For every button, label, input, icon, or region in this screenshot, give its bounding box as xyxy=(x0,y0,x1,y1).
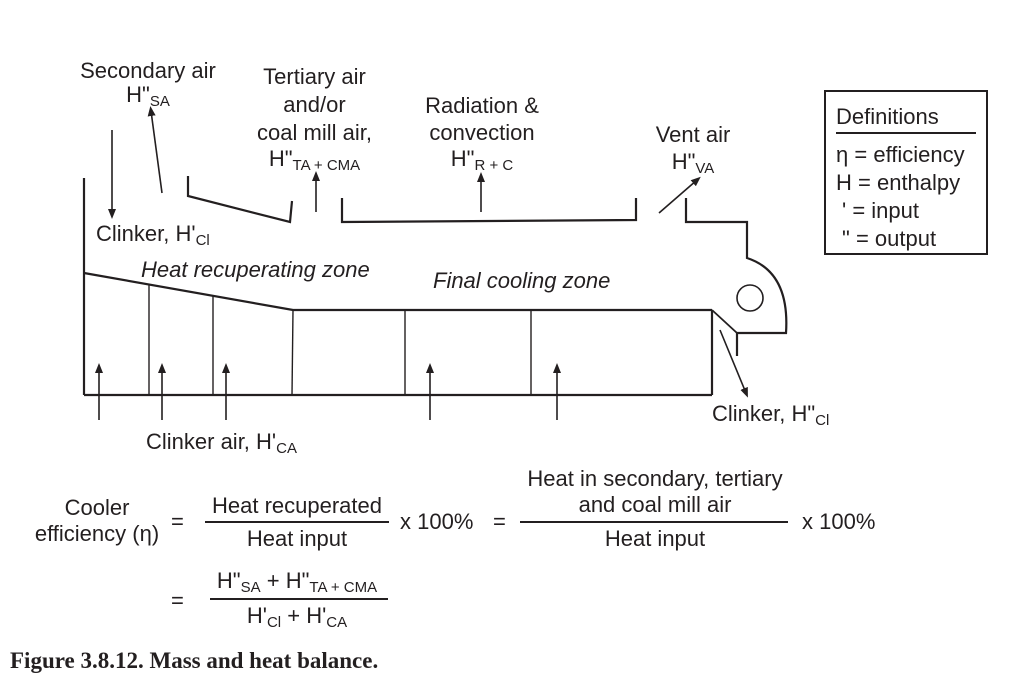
fraction2-numerator-line2: and coal mill air xyxy=(578,492,732,517)
clinker-out-arrow xyxy=(719,329,748,398)
equals-sign: = xyxy=(171,588,184,613)
definitions-rule xyxy=(836,132,976,134)
lhs-line1: Cooler xyxy=(64,495,130,520)
fraction1-numerator: Heat recuperated xyxy=(212,493,382,518)
clinker-air-label: Clinker air, H'CA xyxy=(146,429,297,457)
definition-row: " = output xyxy=(842,226,937,251)
vent-air-arrow xyxy=(658,176,701,214)
vent-air-symbol: H"VA xyxy=(671,149,715,177)
cooler-discharge-chute xyxy=(711,309,738,334)
radiation-label: Radiation & convection H"R + C xyxy=(402,93,562,174)
fraction1-bar xyxy=(205,521,389,523)
tertiary-air-line3: coal mill air, xyxy=(257,120,372,145)
tertiary-air-line1: Tertiary air xyxy=(263,64,366,89)
fraction3-numerator: H"SA + H"TA + CMA xyxy=(216,568,378,596)
clinker-out-label: Clinker, H"Cl xyxy=(712,401,830,429)
tertiary-air-line2: and/or xyxy=(283,92,346,117)
definitions-box: Definitions η = efficiency H = enthalpy … xyxy=(824,90,988,255)
fraction2-numerator: Heat in secondary, tertiary and coal mil… xyxy=(510,468,800,516)
fraction2-bar xyxy=(520,521,788,523)
cooler-roof-main xyxy=(340,198,638,224)
radiation-symbol: H"R + C xyxy=(450,146,514,174)
definition-row: ' = input xyxy=(842,198,919,223)
vent-air-title: Vent air xyxy=(655,122,731,147)
secondary-air-arrow xyxy=(147,106,163,194)
lhs-line2: efficiency (η) xyxy=(34,521,160,546)
times-100-percent-2: x 100% xyxy=(802,509,876,534)
figure-caption: Figure 3.8.12. Mass and heat balance. xyxy=(10,648,379,673)
clinker-in-label: Clinker, H'Cl xyxy=(96,221,210,249)
fraction2-denominator: Heat input xyxy=(604,526,706,551)
secondary-air-label: Secondary air H"SA xyxy=(68,58,228,110)
secondary-air-symbol: H"SA xyxy=(126,82,170,110)
clinker-crusher-roll xyxy=(736,284,764,312)
tertiary-air-label: Tertiary air and/or coal mill air, H"TA … xyxy=(232,64,397,174)
cooler-roof-hood xyxy=(186,176,294,224)
fraction3-denominator: H'Cl + H'CA xyxy=(246,603,348,631)
definitions-title: Definitions xyxy=(836,104,939,129)
radiation-line2: convection xyxy=(429,120,535,145)
radiation-line1: Radiation & xyxy=(425,93,539,118)
fraction3-bar xyxy=(210,598,388,600)
compartment-divider xyxy=(291,309,294,396)
cooler-discharge-housing xyxy=(684,198,788,356)
heat-recuperating-zone-label: Heat recuperating zone xyxy=(141,257,370,282)
tertiary-air-symbol: H"TA + CMA xyxy=(268,146,361,174)
definition-row: H = enthalpy xyxy=(836,170,961,195)
equals-sign: = xyxy=(171,509,184,534)
final-cooling-zone-label: Final cooling zone xyxy=(433,268,611,293)
equation-lhs: Cooler efficiency (η) xyxy=(22,497,172,545)
definition-row: η = efficiency xyxy=(836,142,965,167)
equals-sign: = xyxy=(493,509,506,534)
secondary-air-title: Secondary air xyxy=(80,58,216,83)
vent-air-label: Vent air H"VA xyxy=(633,122,753,177)
times-100-percent-1: x 100% xyxy=(400,509,474,534)
fraction1-denominator: Heat input xyxy=(246,526,348,551)
fraction2-numerator-line1: Heat in secondary, tertiary xyxy=(527,466,783,491)
